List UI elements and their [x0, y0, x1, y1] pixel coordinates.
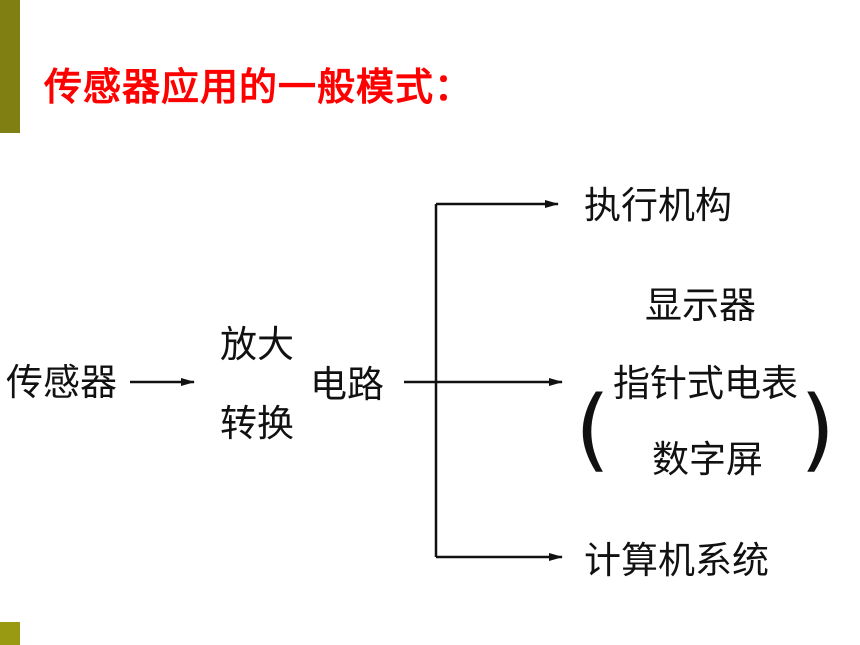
node-display: 显示器	[645, 284, 756, 327]
node-meter: 指针式电表	[613, 362, 798, 405]
accent-bar-bottom	[0, 622, 20, 645]
node-amplify-line1: 放大	[220, 323, 294, 366]
node-amplify-line2: 转换	[220, 402, 294, 445]
bracket-left: (	[575, 377, 610, 482]
slide-title: 传感器应用的一般模式：	[44, 65, 474, 109]
node-circuit: 电路	[310, 363, 384, 406]
node-computer: 计算机系统	[584, 539, 769, 582]
accent-bar-top	[0, 0, 20, 133]
bracket-right: )	[800, 377, 835, 482]
node-sensor: 传感器	[6, 361, 117, 404]
node-digital-screen: 数字屏	[652, 438, 763, 481]
node-actuator: 执行机构	[584, 184, 732, 227]
